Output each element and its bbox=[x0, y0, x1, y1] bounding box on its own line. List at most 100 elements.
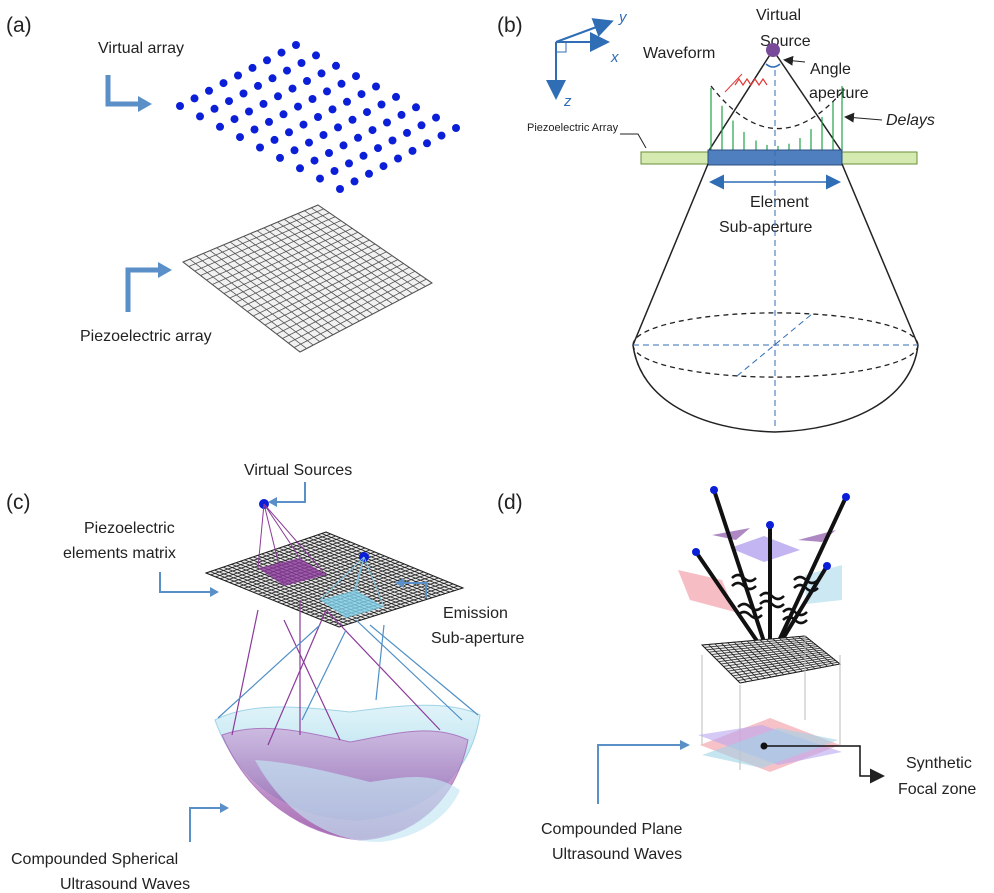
virtual-source-dot bbox=[339, 141, 348, 150]
piezo-elements-label-2: elements matrix bbox=[63, 545, 176, 562]
virtual-source-dot bbox=[354, 133, 362, 142]
virtual-source-dot bbox=[277, 48, 286, 57]
piezoelectric-array-mesh bbox=[182, 204, 433, 353]
virtual-source-dot bbox=[363, 108, 371, 117]
virtual-source-dot bbox=[196, 112, 204, 121]
virtual-source-dot bbox=[308, 95, 317, 103]
virtual-source-dot bbox=[337, 79, 346, 88]
virtual-sources-label: Virtual Sources bbox=[244, 462, 352, 479]
synthetic-label: Synthetic bbox=[906, 755, 972, 772]
virtual-source-dot bbox=[225, 97, 233, 106]
virtual-source-dot bbox=[254, 81, 262, 90]
virtual-source-dot bbox=[270, 135, 279, 144]
virtual-source-dot bbox=[176, 102, 184, 110]
virtual-source-dot bbox=[412, 103, 420, 112]
compounded-plane-label-2: Ultrasound Waves bbox=[552, 846, 682, 863]
virtual-source-dot bbox=[374, 144, 382, 153]
virtual-source-dot bbox=[316, 174, 324, 183]
virtual-source-dot bbox=[256, 143, 264, 152]
piezo-array-arrow-icon bbox=[125, 267, 160, 312]
virtual-array-arrow-icon bbox=[105, 75, 140, 107]
virtual-source-dot bbox=[357, 90, 366, 99]
virtual-source-dot bbox=[310, 156, 319, 165]
virtual-source-dot bbox=[294, 102, 302, 111]
virtual-source-dot bbox=[299, 120, 308, 129]
delays-label: Delays bbox=[886, 112, 935, 129]
virtual-source-dot bbox=[403, 128, 411, 137]
compounded-spherical-label-2: Ultrasound Waves bbox=[60, 876, 190, 893]
virtual-source-dot bbox=[319, 131, 328, 139]
virtual-source-dot bbox=[383, 118, 391, 127]
virtual-source-dot bbox=[210, 104, 219, 113]
virtual-source-dot bbox=[265, 117, 273, 126]
virtual-source-dot bbox=[312, 51, 320, 60]
virtual-source-dot bbox=[288, 84, 297, 93]
virtual-source-dot bbox=[368, 126, 377, 135]
virtual-source-dot bbox=[279, 110, 288, 119]
virtual-source-dot bbox=[766, 43, 780, 57]
matrix-array-d bbox=[700, 635, 842, 684]
virtual-source-dot bbox=[437, 131, 446, 140]
virtual-source-dot bbox=[328, 105, 337, 114]
panel-c: (c) Virtual Sources Piezoelectric elemen… bbox=[6, 462, 524, 893]
axis-y-label: y bbox=[618, 9, 628, 26]
virtual-source-dot bbox=[234, 71, 242, 80]
virtual-source-dot bbox=[336, 185, 344, 193]
virtual-array-dots bbox=[176, 41, 460, 193]
virtual-source-dot bbox=[432, 113, 440, 122]
compounded-spherical-label-1: Compounded Spherical bbox=[11, 851, 178, 868]
angle-label: Angle bbox=[810, 61, 851, 78]
compounded-plane-label-1: Compounded Plane bbox=[541, 821, 683, 838]
virtual-source-dot bbox=[317, 69, 326, 78]
virtual-source-dot bbox=[372, 82, 380, 91]
piezoelectric-array-label: Piezoelectric array bbox=[80, 328, 212, 345]
virtual-source-dot bbox=[334, 123, 342, 132]
virtual-source-dot bbox=[352, 72, 360, 81]
panel-d-label: (d) bbox=[497, 491, 523, 514]
virtual-source-dot bbox=[245, 107, 253, 116]
virtual-source-dot bbox=[219, 79, 228, 88]
virtual-source-dot bbox=[314, 113, 322, 121]
virtual-source-dot bbox=[205, 86, 213, 95]
cyan-sub-aperture bbox=[320, 590, 384, 618]
virtual-source-dot bbox=[263, 56, 271, 65]
virtual-source-dot bbox=[388, 136, 397, 145]
piezo-elements-matrix bbox=[204, 531, 465, 628]
virtual-source-dot bbox=[297, 59, 306, 67]
delay-lines bbox=[710, 86, 843, 151]
panel-d: (d) bbox=[497, 486, 976, 863]
wavefront-curve bbox=[710, 85, 843, 130]
cone-bowl bbox=[632, 344, 919, 433]
purple-sub-aperture bbox=[258, 558, 326, 586]
virtual-source-dot bbox=[230, 115, 239, 124]
break-marks bbox=[731, 573, 819, 625]
panel-b: (b) y x z Virtual Source Waveform Angle … bbox=[497, 7, 935, 433]
virtual-source-dot bbox=[394, 154, 402, 163]
piezo-array-arrowhead-icon bbox=[158, 262, 172, 278]
aperture-label: aperture bbox=[809, 85, 869, 102]
virtual-source-dot bbox=[296, 164, 304, 173]
virtual-source-dot bbox=[239, 89, 248, 98]
waveform-label: Waveform bbox=[643, 45, 715, 62]
axis-x-label: x bbox=[610, 49, 619, 66]
panel-c-label: (c) bbox=[6, 491, 31, 514]
virtual-source-dot bbox=[330, 167, 339, 175]
virtual-source-dot bbox=[290, 146, 299, 155]
virtual-source-dot bbox=[259, 99, 268, 108]
virtual-source-dot bbox=[417, 121, 426, 130]
waveform-icon bbox=[734, 77, 768, 87]
virtual-source-dot bbox=[276, 153, 284, 162]
virtual-source-dot bbox=[305, 138, 313, 147]
virtual-source-dot bbox=[343, 97, 351, 106]
virtual-array-arrowhead-icon bbox=[138, 96, 152, 112]
virtual-source-dot bbox=[359, 151, 368, 160]
virtual-source-dot bbox=[285, 128, 293, 137]
virtual-source-dot bbox=[377, 100, 386, 109]
virtual-source-dot bbox=[323, 87, 331, 96]
virtual-source-dot bbox=[250, 125, 259, 134]
piezo-array-small-label: Piezoelectric Array bbox=[527, 122, 619, 134]
virtual-source-dot bbox=[268, 74, 277, 83]
virtual-source-dot bbox=[350, 177, 359, 186]
virtual-source-dot bbox=[423, 139, 431, 148]
